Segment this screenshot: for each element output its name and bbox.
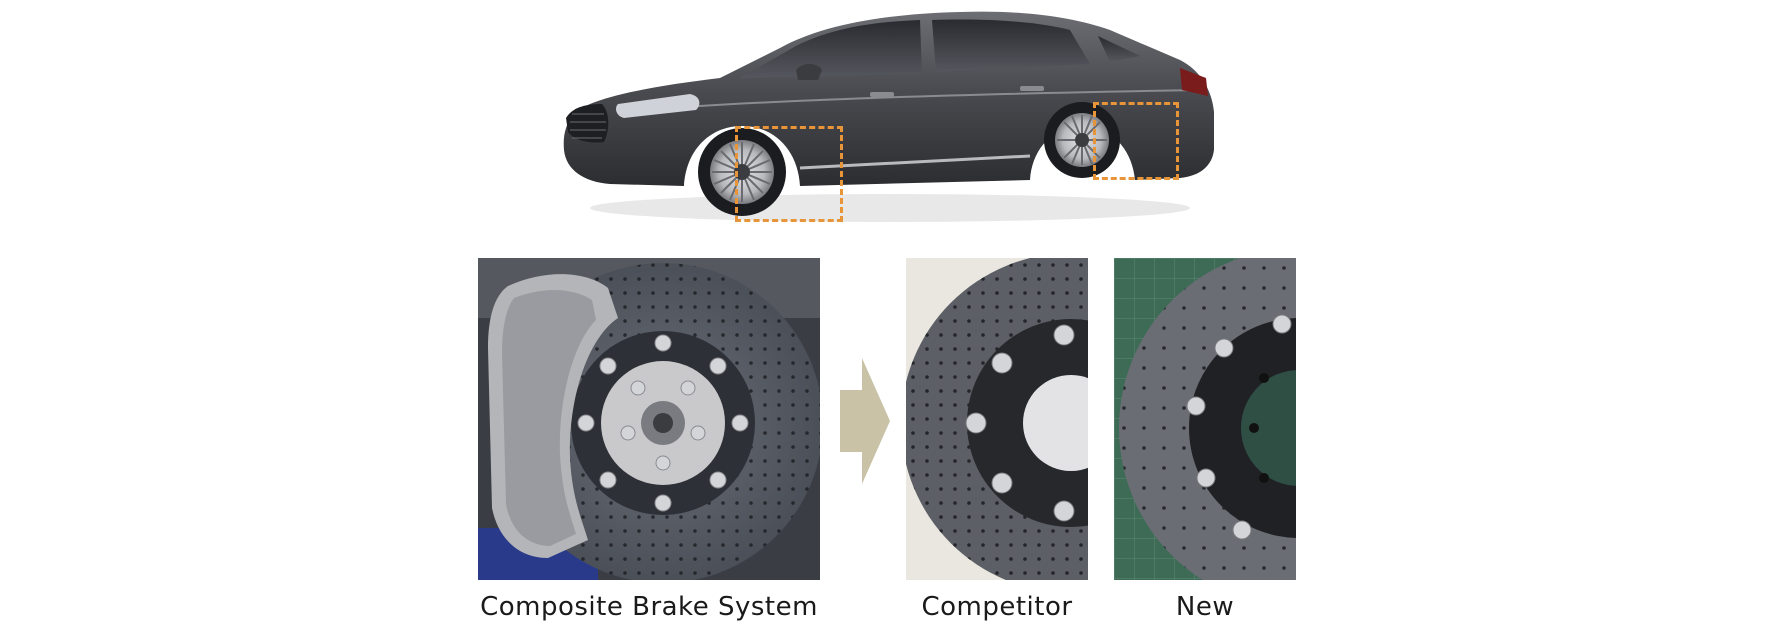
caption-new: New <box>1175 592 1235 622</box>
new-brake-photo <box>1114 258 1296 580</box>
rear-wheel-highlight <box>1093 102 1179 180</box>
caption-competitor: Competitor <box>921 592 1073 622</box>
caption-composite-brake-system: Composite Brake System <box>480 592 818 622</box>
competitor-brake-photo <box>906 258 1088 580</box>
composite-brake-photo <box>478 258 820 580</box>
front-wheel-highlight <box>735 126 843 222</box>
right-arrow-icon <box>840 358 890 484</box>
